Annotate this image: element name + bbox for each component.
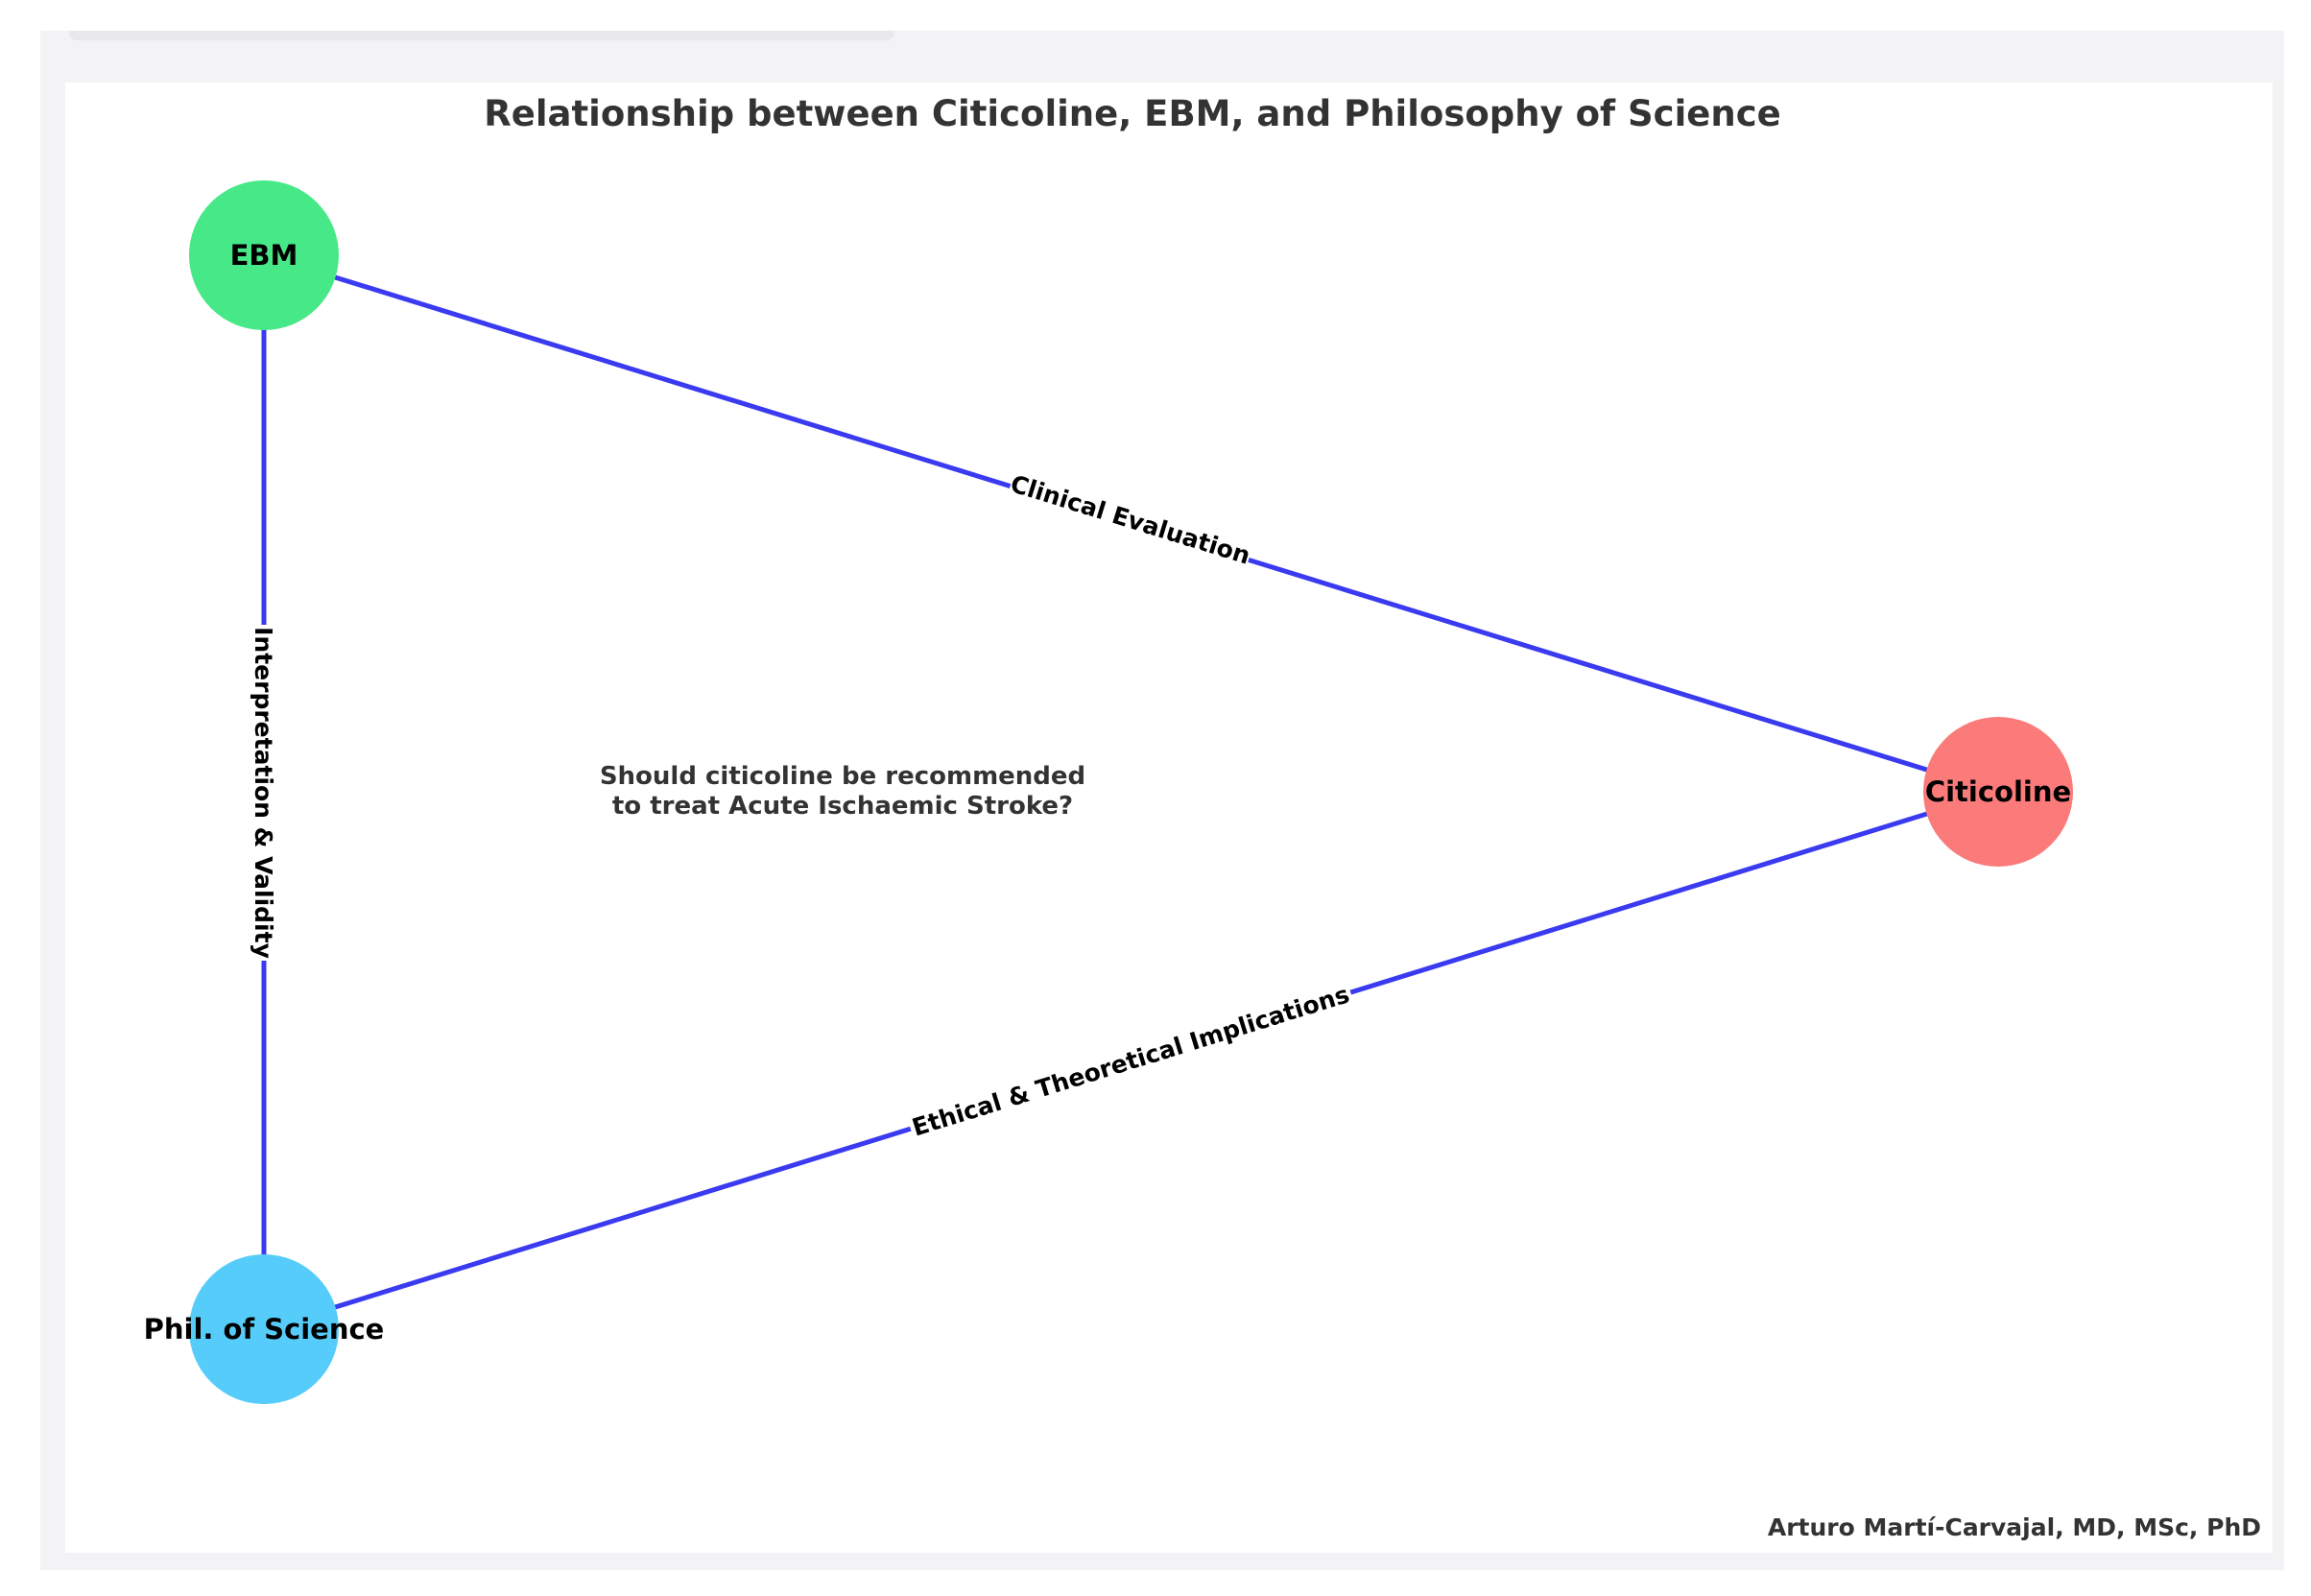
node-ebm-circle xyxy=(189,180,339,330)
edge-label-ethical-theoretical: Ethical & Theoretical Implications xyxy=(909,980,1352,1141)
node-phil-circle xyxy=(189,1254,339,1404)
edge-label-clinical-evaluation: Clinical Evaluation xyxy=(1007,469,1253,570)
edge-label-interpretation-validity-group: Interpretation & Validity xyxy=(247,625,281,961)
node-phil-of-science: Phil. of Science xyxy=(144,1254,385,1404)
question-line-1: Should citicoline be recommended xyxy=(600,762,1085,791)
edge-label-interpretation-validity: Interpretation & Validity xyxy=(250,627,277,959)
central-question: Should citicoline be recommended to trea… xyxy=(600,762,1085,821)
node-ebm: EBM xyxy=(189,180,339,330)
node-citicoline: Citicoline xyxy=(1923,717,2073,867)
edge-label-clinical-evaluation-group: Clinical Evaluation xyxy=(1006,465,1255,573)
question-line-2: to treat Acute Ischaemic Stroke? xyxy=(612,792,1073,821)
edges xyxy=(261,252,1999,1332)
node-phil-label: Phil. of Science xyxy=(144,1313,385,1346)
edge-label-ethical-theoretical-group: Ethical & Theoretical Implications xyxy=(905,975,1356,1146)
author-credit: Arturo Martí-Carvajal, MD, MSc, PhD xyxy=(1768,1513,2261,1541)
diagram-canvas xyxy=(65,83,2273,1553)
node-citicoline-circle xyxy=(1923,717,2073,867)
top-scroll-bar xyxy=(69,31,894,40)
node-citicoline-label: Citicoline xyxy=(1925,775,2071,808)
diagram-title: Relationship between Citicoline, EBM, an… xyxy=(484,93,1780,134)
node-ebm-label: EBM xyxy=(230,239,298,272)
